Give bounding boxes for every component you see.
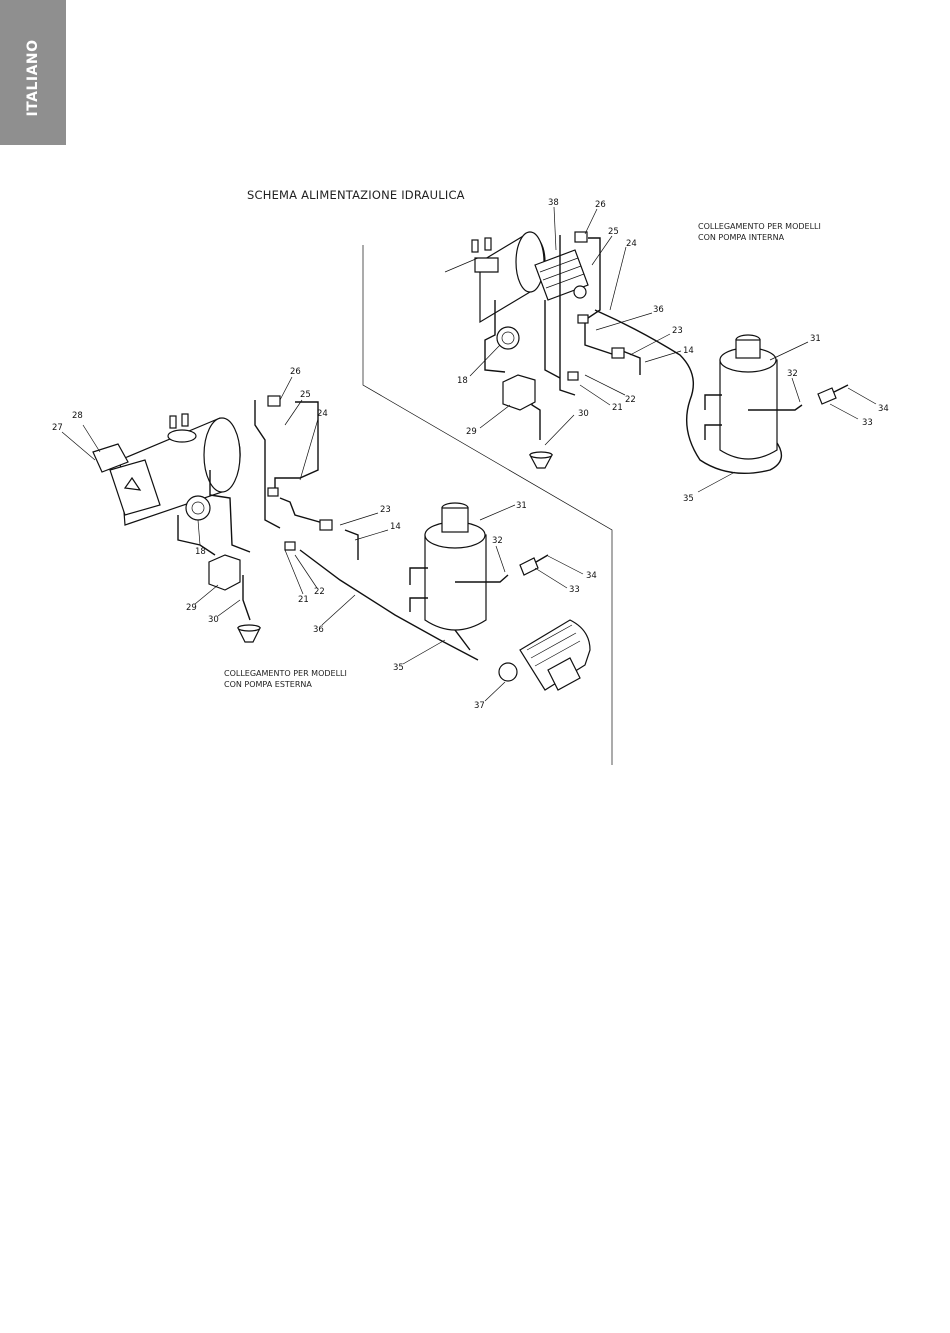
- external-drain-box: [209, 555, 240, 590]
- internal-boiler: [472, 232, 545, 322]
- callout-internal-36: 36: [653, 305, 664, 315]
- external-inlet-hose: [520, 555, 548, 575]
- callout-external-28: 28: [72, 411, 83, 421]
- callout-external-37: 37: [474, 701, 485, 711]
- callout-internal-23: 23: [672, 326, 683, 336]
- callout-external-23: 23: [380, 505, 391, 515]
- callout-external-22: 22: [314, 587, 325, 597]
- callout-external-31: 31: [516, 501, 527, 511]
- callout-external-33: 33: [569, 585, 580, 595]
- callout-external-34: 34: [586, 571, 597, 581]
- callout-external-36: 36: [313, 625, 324, 635]
- external-pump-motor: [499, 620, 590, 690]
- callout-internal-32: 32: [787, 369, 798, 379]
- callout-internal-22: 22: [625, 395, 636, 405]
- callout-internal-21: 21: [612, 403, 623, 413]
- callout-internal-14: 14: [683, 346, 694, 356]
- internal-inlet-hose: [818, 385, 848, 404]
- callout-external-24: 24: [317, 409, 328, 419]
- callout-external-21: 21: [298, 595, 309, 605]
- callout-internal-30: 30: [578, 409, 589, 419]
- separator-line: [363, 245, 612, 765]
- callout-internal-35: 35: [683, 494, 694, 504]
- callout-internal-38: 38: [548, 198, 559, 208]
- internal-gauge: [497, 327, 519, 349]
- callout-external-29: 29: [186, 603, 197, 613]
- callout-internal-31: 31: [810, 334, 821, 344]
- external-softener: [410, 503, 508, 630]
- callout-external-18: 18: [195, 547, 206, 557]
- callout-external-30: 30: [208, 615, 219, 625]
- internal-drain-box: [503, 375, 535, 410]
- callout-external-35: 35: [393, 663, 404, 673]
- external-drain-funnel: [238, 625, 260, 642]
- callout-external-27: 27: [52, 423, 63, 433]
- callout-external-25: 25: [300, 390, 311, 400]
- callout-internal-25: 25: [608, 227, 619, 237]
- callout-external-26: 26: [290, 367, 301, 377]
- callout-internal-26: 26: [595, 200, 606, 210]
- internal-drain-funnel: [530, 452, 552, 468]
- callout-internal-29: 29: [466, 427, 477, 437]
- callout-internal-34: 34: [878, 404, 889, 414]
- callout-internal-24: 24: [626, 239, 637, 249]
- callout-external-32: 32: [492, 536, 503, 546]
- callout-internal-18: 18: [457, 376, 468, 386]
- callout-external-14: 14: [390, 522, 401, 532]
- callout-internal-33: 33: [862, 418, 873, 428]
- external-boiler: [110, 414, 240, 525]
- internal-softener: [705, 335, 802, 459]
- external-gauge: [186, 496, 210, 520]
